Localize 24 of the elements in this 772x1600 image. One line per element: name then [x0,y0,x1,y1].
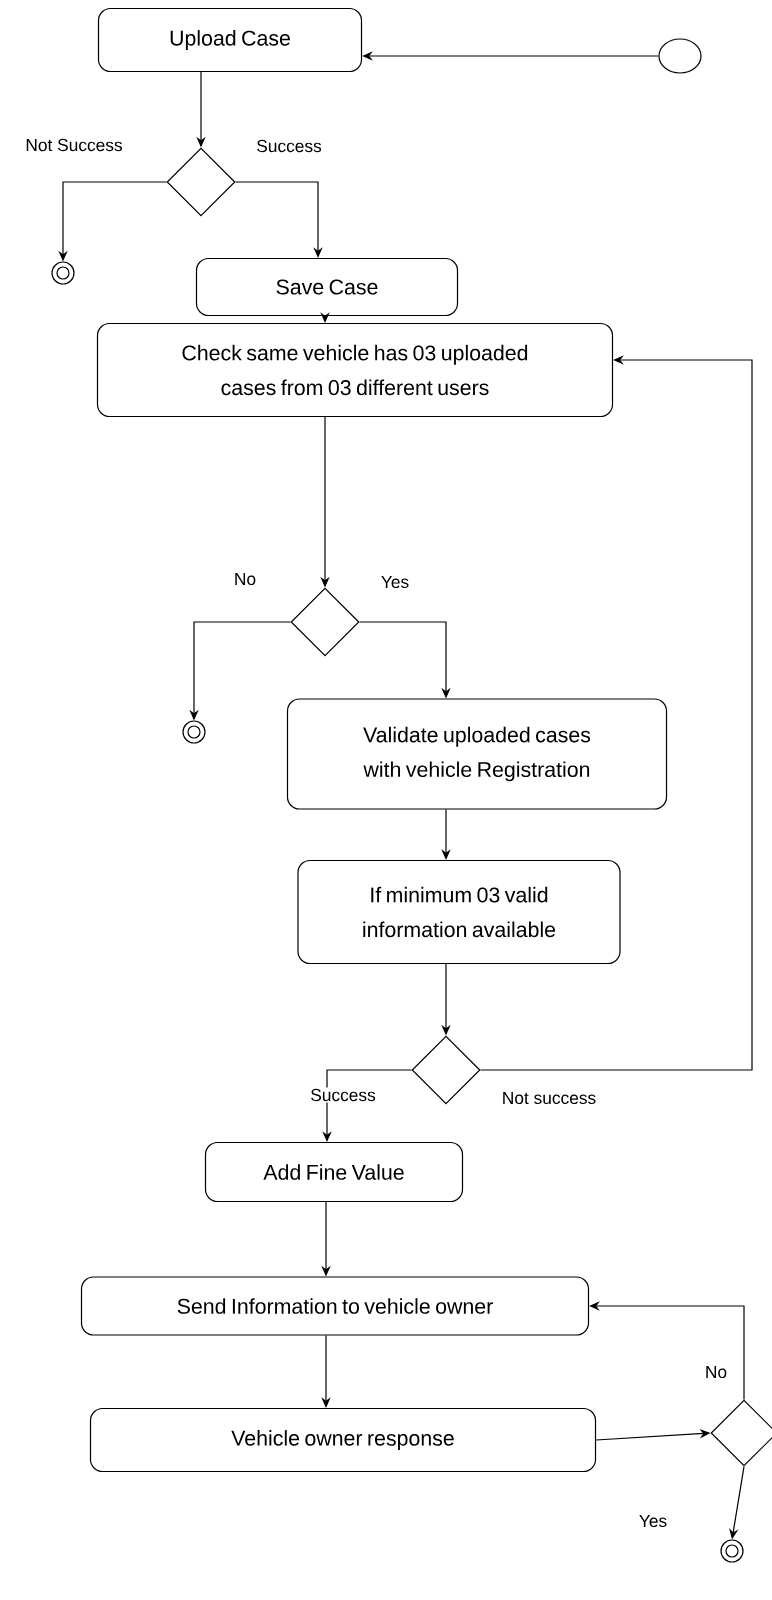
start-circle [658,38,702,74]
activity-box: Add Fine Value [204,1141,464,1203]
decision-diamond [166,147,236,217]
end-circle [720,1539,744,1563]
activity-box: If minimum 03 valid information available [297,859,621,965]
decision-diamond [411,1035,481,1105]
decision-diamond [290,587,360,657]
edge-label: Not success [500,1090,598,1106]
activity-box: Validate uploaded cases with vehicle Registration [286,698,668,810]
end-circle [182,720,206,744]
activity-box: Check same vehicle has 03 uploaded cases from 03 different users [96,322,614,418]
activity-box: Vehicle owner response [89,1407,597,1473]
edge-label: Yes [379,574,411,590]
edge-label: Success [308,1087,378,1103]
edge-label: No [703,1364,729,1380]
end-circle [51,261,75,285]
edge-label: No [232,571,258,587]
edge-label: Success [254,138,324,154]
edge-label: Not Success [24,137,124,153]
activity-box: Upload Case [97,7,363,73]
decision-diamond [710,1399,772,1467]
edge-label: Yes [637,1513,669,1529]
activity-box: Save Case [195,257,459,317]
activity-box: Send Information to vehicle owner [80,1276,590,1336]
